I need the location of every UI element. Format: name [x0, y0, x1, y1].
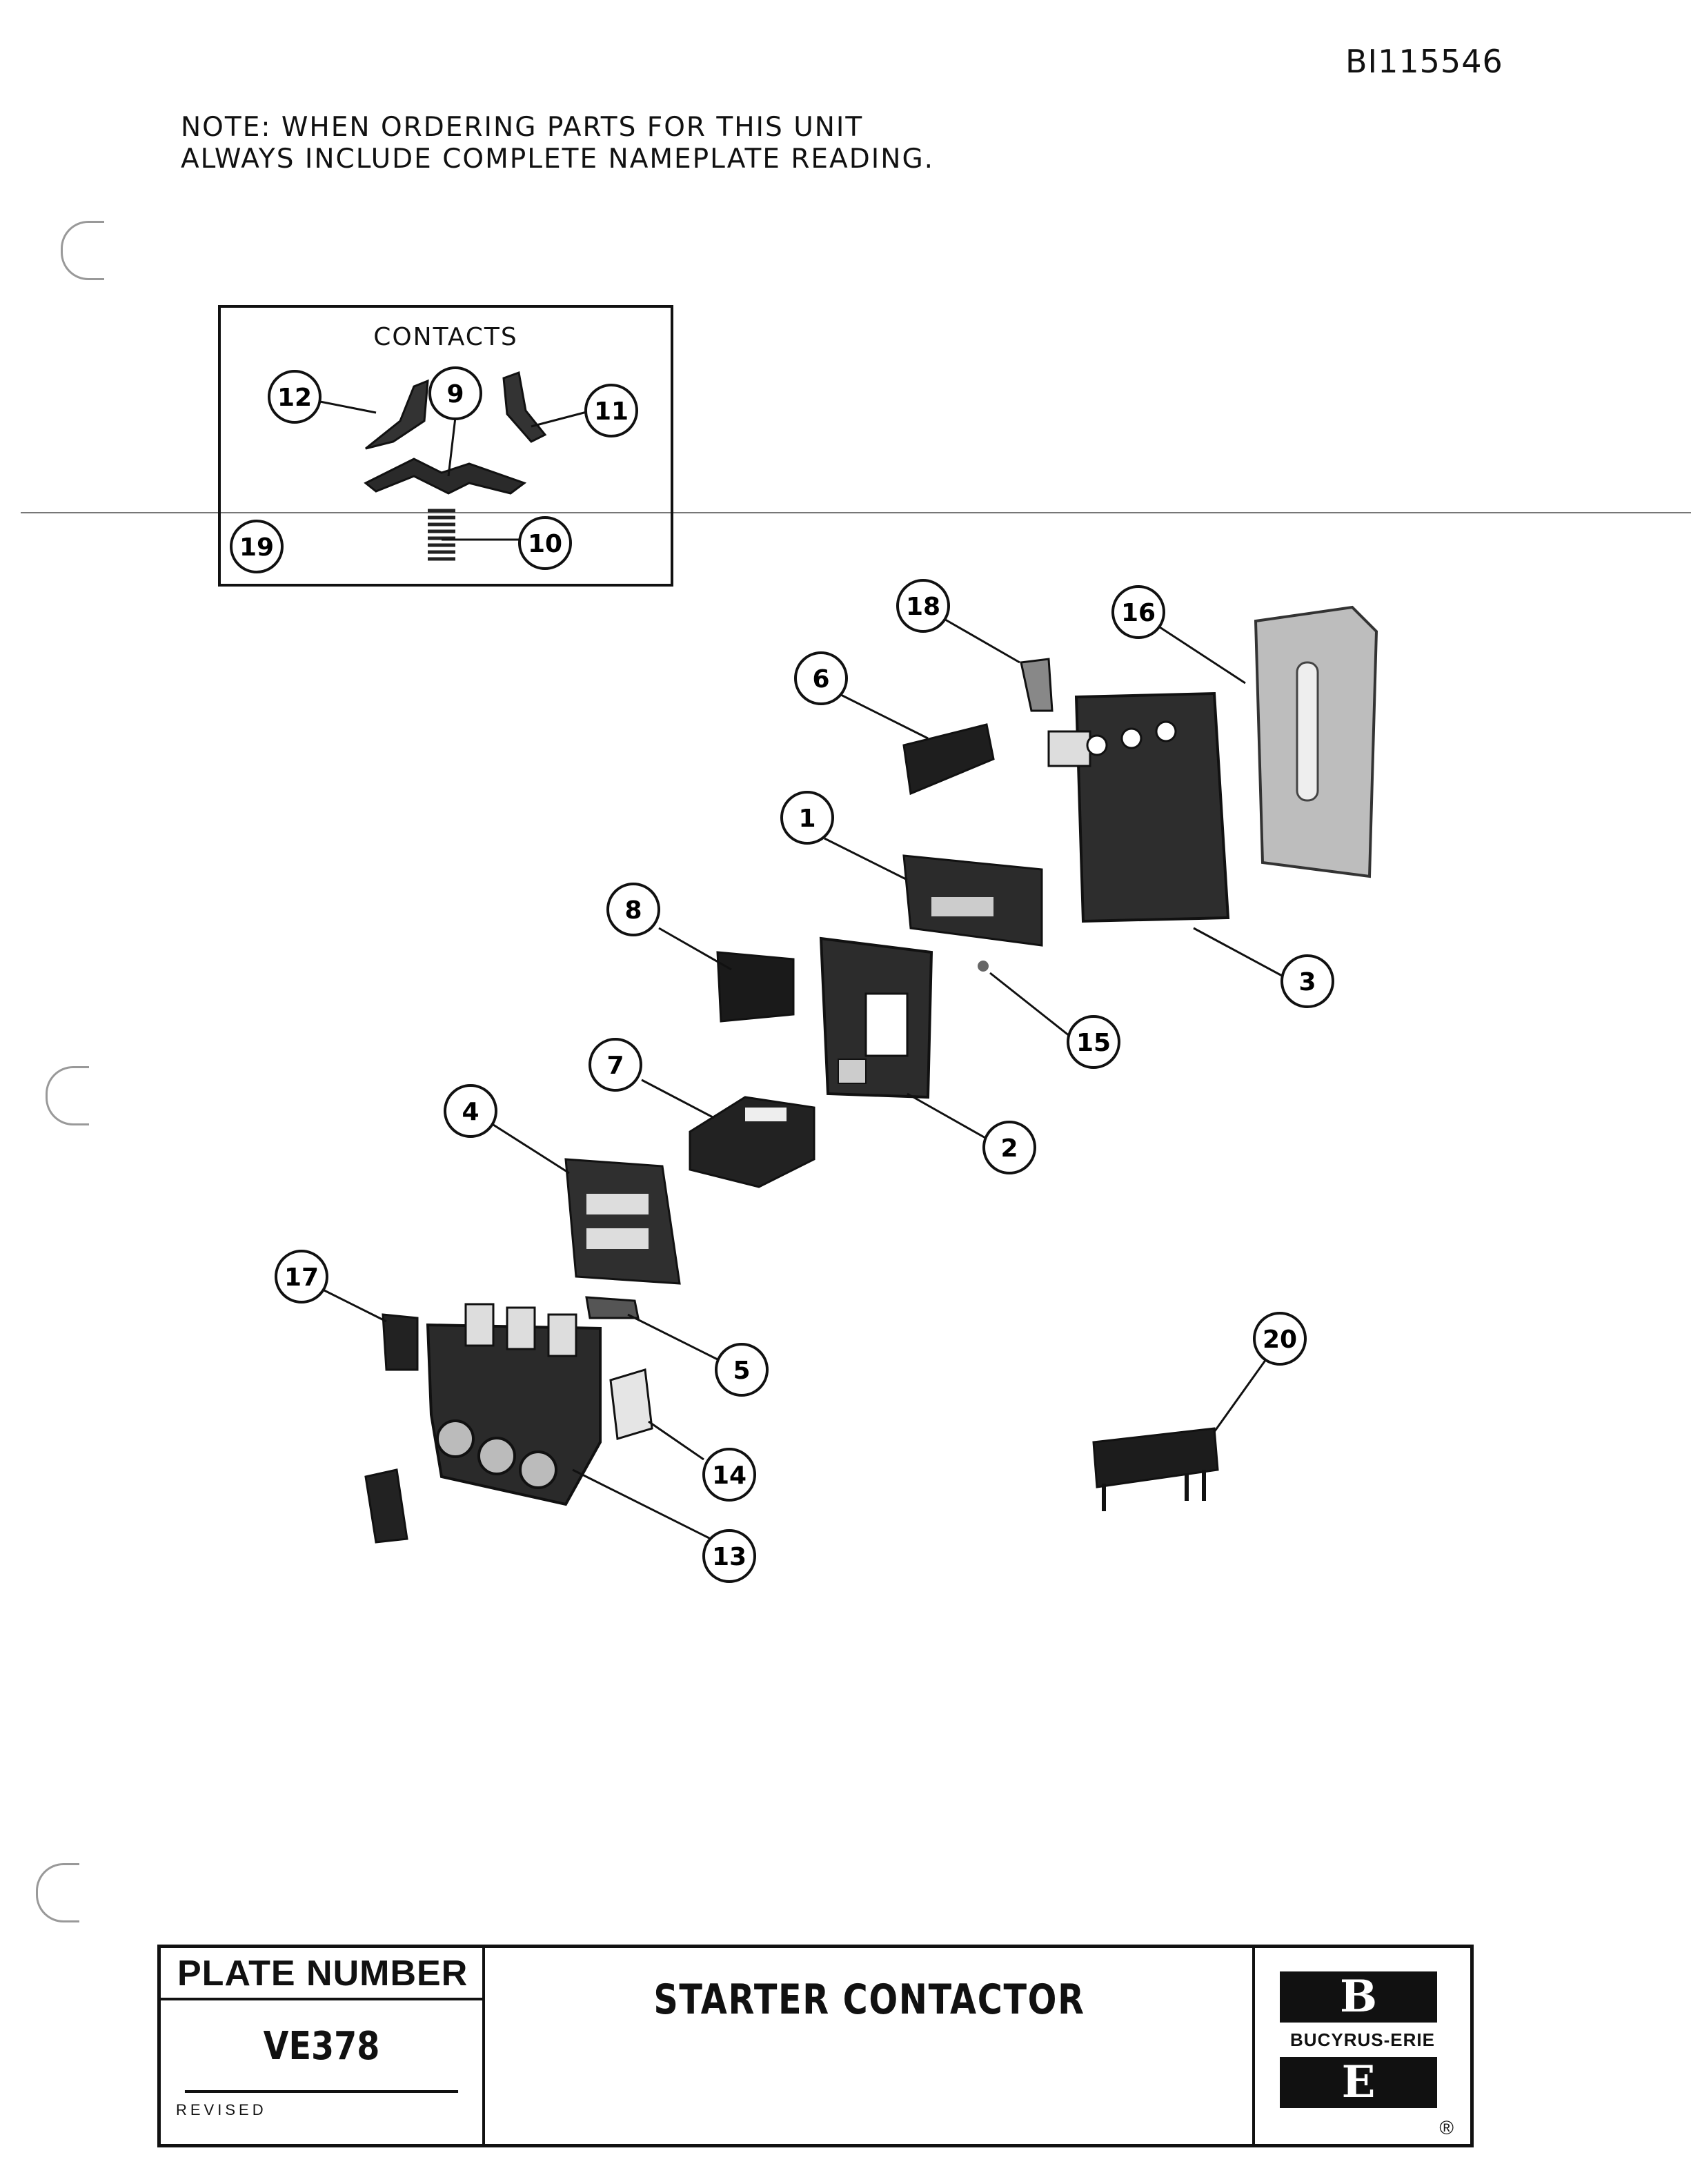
binder-hole-mark [36, 1863, 79, 1922]
part-7-coil [689, 1096, 815, 1188]
callout-1-label: 1 [798, 805, 815, 833]
contacts-inset-box: CONTACTS [218, 305, 673, 587]
contacts-title: CONTACTS [373, 323, 518, 351]
callout-11-label: 11 [594, 397, 629, 426]
registered-mark: ® [1439, 2117, 1454, 2138]
part-8-block [716, 951, 795, 1023]
callout-5-label: 5 [733, 1357, 750, 1385]
part-14-block [609, 1368, 653, 1440]
contact-part-9-drawing [364, 458, 527, 495]
callout-17-label: 17 [284, 1263, 319, 1292]
callout-18: 18 [896, 579, 950, 633]
part-5-clip [585, 1296, 640, 1319]
callout-17: 17 [275, 1250, 328, 1303]
part-16-mounting-plate [1254, 605, 1378, 878]
document-id: BI115546 [1345, 43, 1503, 80]
drawing-title-section: STARTER CONTACTOR [485, 1948, 1254, 2144]
callout-10: 10 [518, 516, 572, 570]
callout-11: 11 [584, 384, 638, 437]
callout-15: 15 [1067, 1015, 1120, 1069]
plate-number-value: VE378 [184, 2000, 459, 2093]
callout-1: 1 [780, 791, 834, 845]
callout-8-label: 8 [624, 896, 642, 925]
callout-19: 19 [230, 520, 284, 573]
logo-company-name: BUCYRUS-ERIE [1290, 2029, 1435, 2050]
plate-number-section: PLATE NUMBER VE378 REVISED [161, 1948, 485, 2144]
company-logo: B BUCYRUS-ERIE E ® [1252, 1948, 1470, 2144]
plate-number-label: PLATE NUMBER [161, 1948, 482, 2000]
callout-8: 8 [606, 883, 660, 936]
binder-hole-mark [61, 221, 104, 280]
callout-18-label: 18 [906, 593, 940, 621]
callout-12: 12 [268, 370, 322, 424]
title-block: PLATE NUMBER VE378 REVISED STARTER CONTA… [157, 1945, 1474, 2147]
callout-12-label: 12 [277, 384, 312, 412]
scan-artifact-line [21, 512, 1691, 513]
leader-lines [319, 400, 1284, 1540]
part-18-clip [1020, 658, 1054, 712]
callout-19-label: 19 [239, 533, 274, 562]
callout-3: 3 [1280, 954, 1334, 1008]
revised-label: REVISED [176, 2101, 267, 2118]
callout-13: 13 [702, 1529, 756, 1583]
note-line-2: ALWAYS INCLUDE COMPLETE NAMEPLATE READIN… [181, 144, 935, 175]
part-13-overload-relay [426, 1303, 602, 1506]
callout-20: 20 [1253, 1312, 1307, 1366]
binder-hole-mark [46, 1066, 89, 1125]
drawing-title: STARTER CONTACTOR [653, 1976, 1085, 2024]
callout-15-label: 15 [1076, 1029, 1111, 1057]
logo-e-block: E [1280, 2057, 1437, 2108]
part-1-terminal-strip [902, 854, 1043, 947]
callout-6: 6 [794, 651, 848, 705]
callout-7: 7 [589, 1038, 642, 1092]
callout-9: 9 [428, 366, 482, 420]
callout-14: 14 [702, 1448, 756, 1502]
part-3-base-assembly [1047, 691, 1230, 923]
part-loose-block [364, 1468, 408, 1544]
contact-part-10-spring [428, 509, 455, 561]
callout-7-label: 7 [606, 1052, 624, 1080]
callout-9-label: 9 [446, 380, 464, 409]
logo-b-block: B [1280, 1971, 1437, 2023]
callout-6-label: 6 [812, 665, 829, 693]
callout-4-label: 4 [462, 1098, 479, 1126]
callout-4: 4 [444, 1084, 497, 1138]
callout-20-label: 20 [1263, 1326, 1297, 1354]
part-4-housing [564, 1158, 681, 1285]
part-20-resistor [1092, 1427, 1219, 1511]
part-17-block [382, 1313, 419, 1371]
ordering-note: NOTE: WHEN ORDERING PARTS FOR THIS UNIT … [181, 112, 934, 175]
contact-part-12-drawing [365, 379, 429, 450]
callout-5: 5 [715, 1343, 769, 1397]
callout-14-label: 14 [712, 1462, 746, 1490]
callout-13-label: 13 [712, 1543, 746, 1571]
callout-10-label: 10 [528, 530, 562, 558]
callout-3-label: 3 [1298, 968, 1316, 996]
callout-16: 16 [1111, 585, 1165, 639]
callout-2: 2 [982, 1121, 1036, 1174]
part-6-block [902, 723, 995, 796]
note-line-1: NOTE: WHEN ORDERING PARTS FOR THIS UNIT [181, 112, 864, 143]
contact-part-11-drawing [502, 371, 547, 443]
part-2-frame [819, 936, 933, 1099]
part-15-screw [978, 961, 989, 972]
callout-2-label: 2 [1000, 1134, 1018, 1163]
callout-16-label: 16 [1121, 599, 1156, 627]
